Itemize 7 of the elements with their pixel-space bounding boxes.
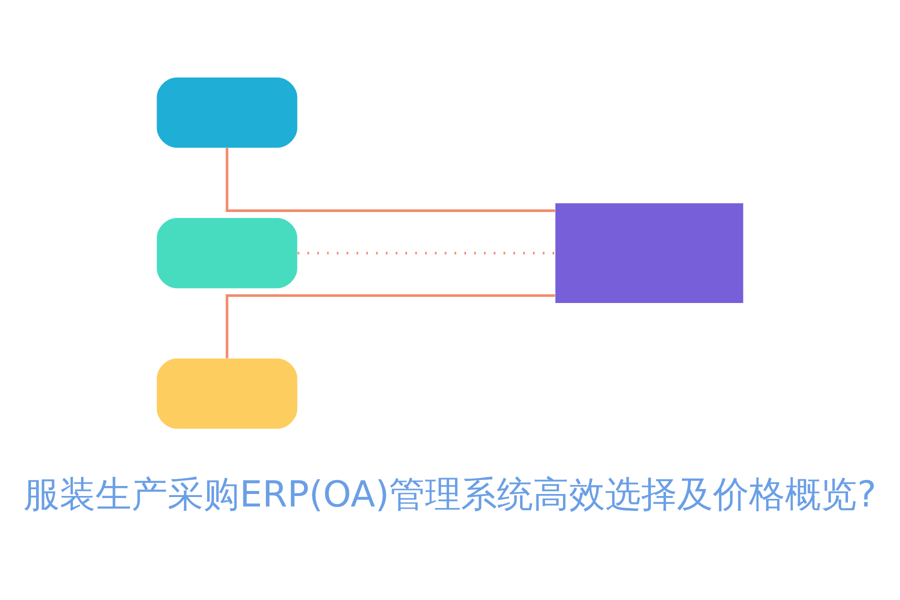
connector bbox=[226, 148, 556, 212]
node-box bbox=[156, 218, 298, 288]
connector bbox=[226, 294, 556, 358]
node-box bbox=[555, 202, 744, 302]
node-box bbox=[156, 358, 298, 428]
diagram-title: 服装生产采购ERP(OA)管理系统高效选择及价格概览? bbox=[24, 474, 876, 515]
node-box bbox=[156, 77, 298, 148]
